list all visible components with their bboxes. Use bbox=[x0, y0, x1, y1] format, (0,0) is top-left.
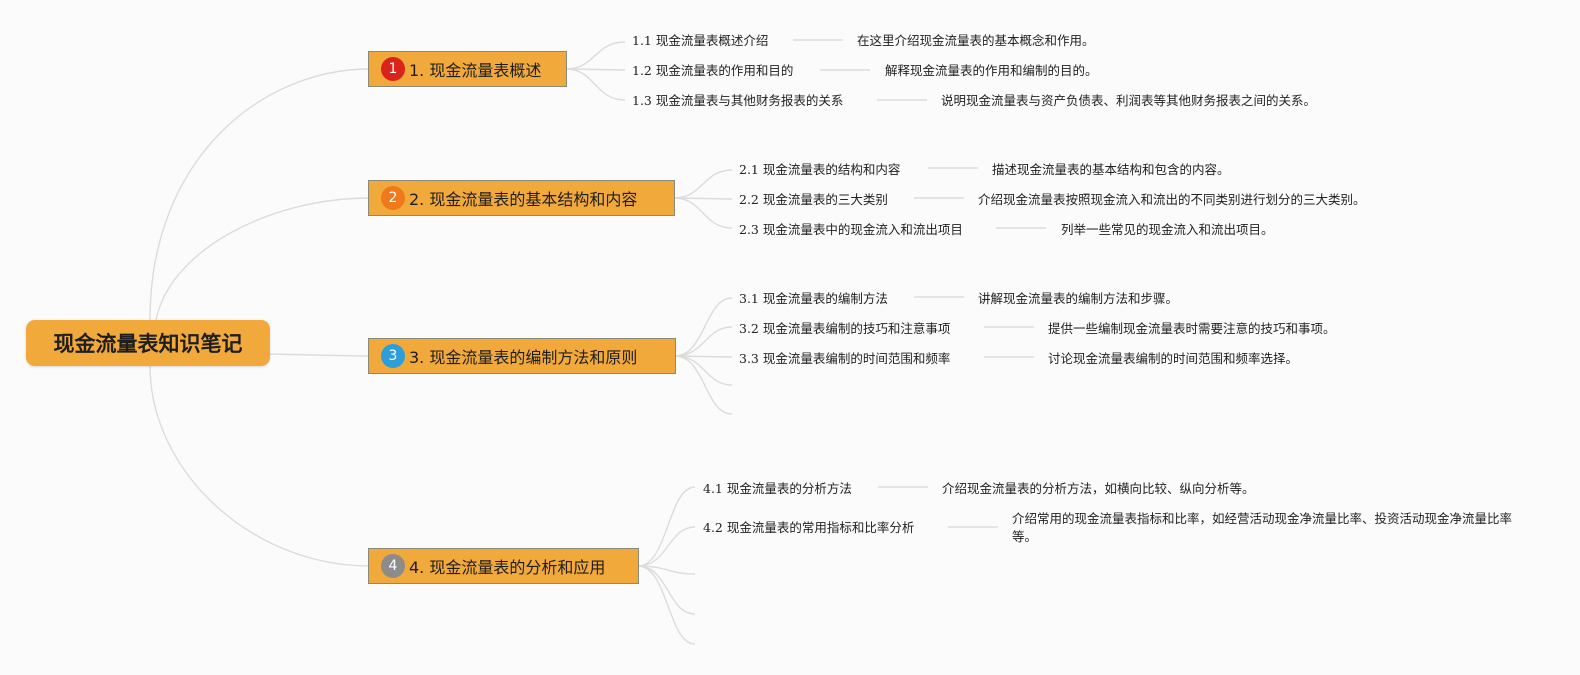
description-4-1: 介绍现金流量表的分析方法，如横向比较、纵向分析等。 bbox=[942, 481, 1255, 496]
subtopic-2-2[interactable]: 2.2 现金流量表的三大类别 bbox=[739, 192, 888, 207]
main-node-1[interactable]: 1 1. 现金流量表概述 bbox=[368, 51, 567, 87]
subtopic-1-2[interactable]: 1.2 现金流量表的作用和目的 bbox=[632, 63, 794, 78]
description-1-1: 在这里介绍现金流量表的基本概念和作用。 bbox=[857, 33, 1095, 48]
subtopic-1-1[interactable]: 1.1 现金流量表概述介绍 bbox=[632, 33, 769, 48]
connector-root-1 bbox=[149, 68, 371, 321]
connector-root-2 bbox=[155, 197, 371, 321]
main-node-title: 4. 现金流量表的分析和应用 bbox=[409, 558, 606, 577]
number-badge-icon: 3 bbox=[381, 344, 405, 368]
description-3-2: 提供一些编制现金流量表时需要注意的技巧和事项。 bbox=[1048, 321, 1336, 336]
subtopic-3-1[interactable]: 3.1 现金流量表的编制方法 bbox=[739, 291, 888, 306]
subtopic-2-3[interactable]: 2.3 现金流量表中的现金流入和流出项目 bbox=[739, 222, 963, 237]
main-node-2[interactable]: 2 2. 现金流量表的基本结构和内容 bbox=[368, 180, 675, 216]
root-node[interactable]: 现金流量表知识笔记 bbox=[26, 320, 270, 366]
main-node-4[interactable]: 4 4. 现金流量表的分析和应用 bbox=[368, 548, 639, 584]
main-node-3[interactable]: 3 3. 现金流量表的编制方法和原则 bbox=[368, 338, 676, 374]
connector-root-4 bbox=[149, 365, 371, 567]
root-title: 现金流量表知识笔记 bbox=[53, 332, 243, 356]
subtopic-4-2[interactable]: 4.2 现金流量表的常用指标和比率分析 bbox=[703, 520, 915, 535]
description-1-3: 说明现金流量表与资产负债表、利润表等其他财务报表之间的关系。 bbox=[941, 93, 1317, 108]
subtopic-1-3[interactable]: 1.3 现金流量表与其他财务报表的关系 bbox=[632, 93, 844, 108]
description-3-3: 讨论现金流量表编制的时间范围和频率选择。 bbox=[1048, 351, 1299, 366]
description-4-2: 介绍常用的现金流量表指标和比率，如经营活动现金净流量比率、投资活动现金净流量比率… bbox=[1012, 511, 1513, 544]
subtopic-3-2[interactable]: 3.2 现金流量表编制的技巧和注意事项 bbox=[739, 321, 951, 336]
main-node-title: 2. 现金流量表的基本结构和内容 bbox=[409, 190, 638, 209]
description-1-2: 解释现金流量表的作用和编制的目的。 bbox=[885, 63, 1098, 78]
main-node-title: 1. 现金流量表概述 bbox=[409, 61, 542, 80]
description-2-3: 列举一些常见的现金流入和流出项目。 bbox=[1061, 222, 1274, 237]
subtopic-4-1[interactable]: 4.1 现金流量表的分析方法 bbox=[703, 481, 852, 496]
description-2-1: 描述现金流量表的基本结构和包含的内容。 bbox=[992, 162, 1230, 177]
number-badge-icon: 1 bbox=[381, 57, 405, 81]
number-badge-icon: 2 bbox=[381, 186, 405, 210]
connector-root-3 bbox=[269, 353, 371, 357]
main-node-title: 3. 现金流量表的编制方法和原则 bbox=[409, 348, 638, 367]
subtopic-2-1[interactable]: 2.1 现金流量表的结构和内容 bbox=[739, 162, 901, 177]
description-2-2: 介绍现金流量表按照现金流入和流出的不同类别进行划分的三大类别。 bbox=[978, 192, 1366, 207]
description-3-1: 讲解现金流量表的编制方法和步骤。 bbox=[978, 291, 1179, 306]
subtopic-3-3[interactable]: 3.3 现金流量表编制的时间范围和频率 bbox=[739, 351, 951, 366]
number-badge-icon: 4 bbox=[381, 554, 405, 578]
